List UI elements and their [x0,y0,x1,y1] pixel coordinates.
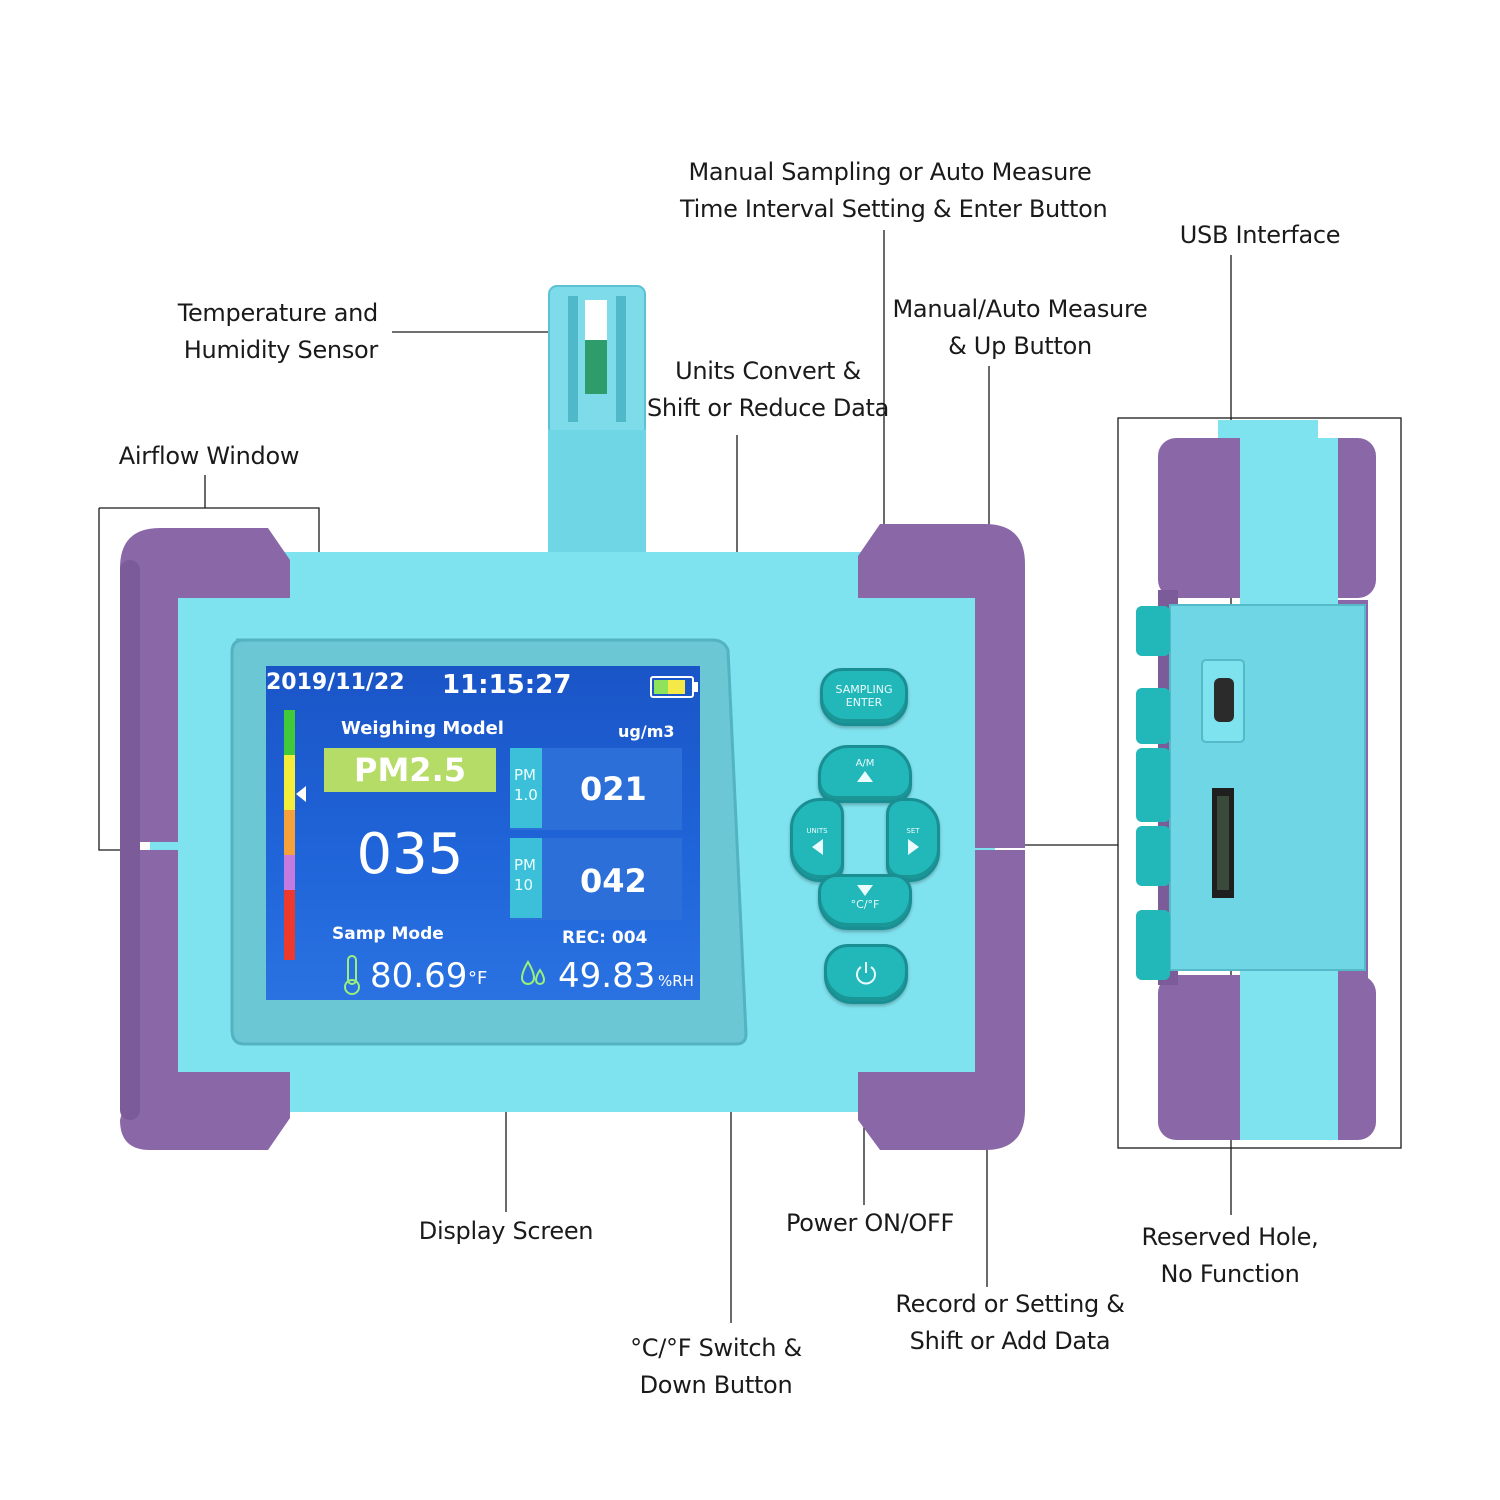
enter-button-label: ENTER [845,696,883,709]
side-view-frame [1117,417,1402,1149]
cf-down-button[interactable]: °C/°F [818,874,912,930]
label-reserved-hole: Reserved Hole,No Function [1141,1223,1319,1288]
label-display-screen: Display Screen [418,1217,594,1245]
label-manual-auto: Manual/Auto Measure& Up Button [892,295,1148,360]
sensor-probe-slot [616,296,626,422]
pm10-value: 042 [580,862,647,900]
sensor-probe-slot [568,296,578,422]
bumper-left-edge [120,560,140,1120]
pm1-tag [510,748,542,828]
pm1-value: 021 [580,770,647,808]
pm10-label-b: 10 [514,876,534,894]
screen-temp-unit: °F [468,968,488,989]
down-arrow-icon [857,885,873,896]
am-up-button[interactable]: A/M [818,745,912,803]
am-button-label: A/M [855,758,875,769]
pm1-label-a: PM [514,766,536,784]
side-button-bump [1136,606,1170,656]
screen-samp-mode: Samp Mode [332,924,444,944]
aqi-color-scale [284,710,295,960]
screen-temperature: 80.69 [370,956,468,996]
bumper-bottom-left [120,850,290,1150]
bumper-bottom-right [858,850,1025,1150]
power-button[interactable] [824,944,908,1004]
pm10-tag [510,838,542,918]
side-button-bump [1136,826,1170,886]
units-left-button[interactable]: UNITS [790,798,844,882]
left-arrow-icon [811,839,823,855]
side-button-bump [1136,688,1170,744]
pm10-label-a: PM [514,856,536,874]
power-icon [856,962,876,985]
screen-date: 2019/11/22 [266,670,405,695]
pm1-label-b: 1.0 [514,786,538,804]
side-panel [1169,604,1366,971]
set-button-label: SET [906,827,920,835]
label-power: Power ON/OFF [785,1209,955,1237]
pm25-value: 035 [356,822,464,887]
reserved-hole-inner [1217,796,1229,890]
aqi-scale-pointer [296,786,306,802]
screen-humidity-unit: %RH [658,972,694,990]
screen-rec: REC: 004 [562,928,648,948]
sampling-button-label: SAMPLING [835,683,893,696]
cf-button-label: °C/°F [850,898,880,911]
label-usb-interface: USB Interface [1179,221,1341,249]
display-screen: 2019/11/22 11:15:27 Weighing Model ug/m3… [266,666,700,1000]
sampling-enter-button[interactable]: SAMPLING ENTER [820,668,908,726]
label-celsius-switch: °C/°F Switch &Down Button [630,1334,802,1399]
screen-mode-title: Weighing Model [341,718,504,739]
bumper-top-left [120,528,290,842]
humidity-drop-icon [520,960,546,985]
side-button-bump [1136,748,1170,822]
thermometer-icon [344,955,360,995]
set-right-button[interactable]: SET [886,798,940,882]
label-units-convert: Units Convert &Shift or Reduce Data [646,357,890,422]
battery-icon [650,676,698,698]
usb-port [1214,678,1234,722]
sensor-chip-board [585,340,607,394]
pm25-label: PM2.5 [354,751,466,789]
bumper-top-right [858,524,1025,848]
label-airflow-window: Airflow Window [118,442,300,470]
up-arrow-icon [857,771,873,782]
units-button-label: UNITS [806,827,828,835]
screen-time: 11:15:27 [442,670,572,700]
battery-fill [654,680,685,694]
right-arrow-icon [907,839,919,855]
screen-unit: ug/m3 [618,722,675,741]
screen-humidity: 49.83 [558,956,656,996]
side-probe-stub [1218,420,1318,438]
sensor-probe-stem [548,430,646,558]
side-button-bump [1136,910,1170,980]
label-record-setting: Record or Setting &Shift or Add Data [895,1290,1125,1355]
pm25-label-box [324,748,496,792]
